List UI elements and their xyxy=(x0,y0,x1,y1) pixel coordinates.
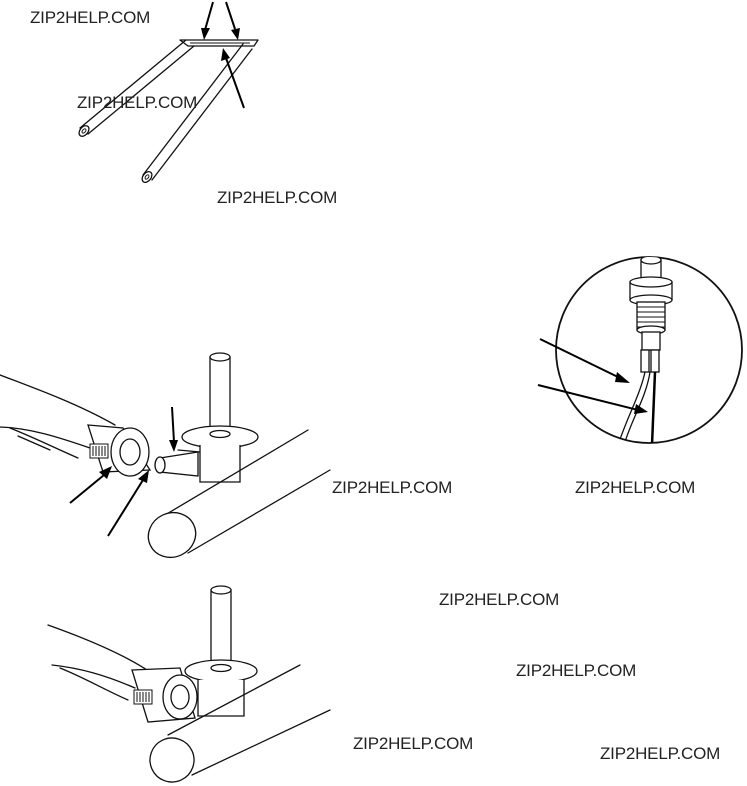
watermark-text: ZIP2HELP.COM xyxy=(77,93,198,112)
watermark-text: ZIP2HELP.COM xyxy=(575,478,696,497)
igniter-detail xyxy=(555,256,743,444)
socket-knurl-bottom xyxy=(133,689,153,705)
watermark-text: ZIP2HELP.COM xyxy=(600,744,721,763)
watermark-text: ZIP2HELP.COM xyxy=(439,590,560,609)
electrode-assembly-bottom xyxy=(47,585,331,783)
watermark-text: ZIP2HELP.COM xyxy=(516,661,637,680)
electrode-assembly-top xyxy=(0,352,331,559)
watermark-text: ZIP2HELP.COM xyxy=(353,734,474,753)
socket-knurl xyxy=(89,443,109,459)
watermark-text: ZIP2HELP.COM xyxy=(332,478,453,497)
fork-arrows xyxy=(201,1,245,109)
igniter-arrows xyxy=(537,338,648,414)
burner-tube-fork xyxy=(78,39,259,183)
watermark-text: ZIP2HELP.COM xyxy=(30,8,151,27)
electrode-top-arrows xyxy=(69,406,178,537)
watermark-text: ZIP2HELP.COM xyxy=(217,188,338,207)
